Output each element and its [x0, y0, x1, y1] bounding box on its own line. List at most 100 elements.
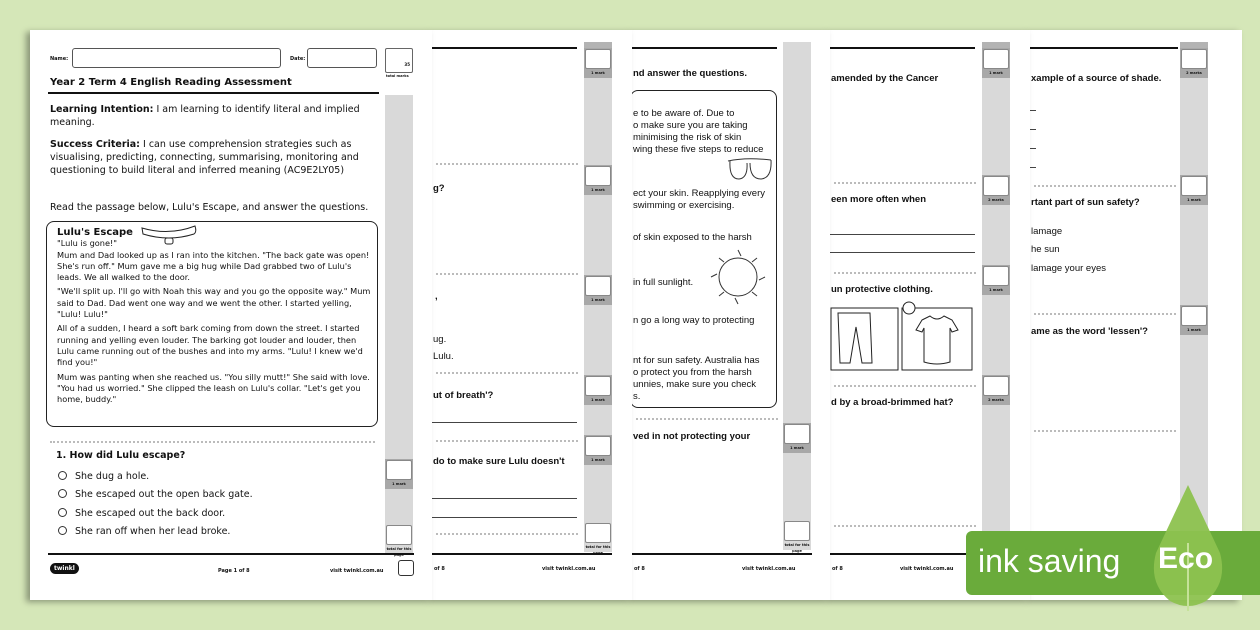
- question-text: un protective clothing.: [831, 284, 933, 295]
- text: of 8: [634, 566, 645, 572]
- decoration: [1030, 129, 1036, 130]
- mark-box[interactable]: 1 mark: [385, 459, 413, 489]
- text: n go a long way to protecting: [633, 315, 755, 326]
- option-text: he sun: [1031, 244, 1060, 255]
- decoration: [585, 49, 611, 69]
- decoration: [784, 424, 810, 444]
- worksheet-page-2: 1 mark 1 mark 1 mark 1 mark 1 mark total…: [432, 30, 632, 600]
- leaf-icon: [1153, 485, 1223, 611]
- mark-box[interactable]: 1 mark: [982, 265, 1010, 295]
- decoration: [834, 525, 976, 527]
- text: swimming or exercising.: [633, 200, 735, 211]
- mark-box[interactable]: 2 marks: [982, 375, 1010, 405]
- decoration: [1034, 430, 1176, 432]
- option-2[interactable]: She escaped out the open back gate.: [58, 488, 253, 501]
- total-box[interactable]: total for this page: [385, 524, 413, 557]
- mark-box[interactable]: 1 mark: [584, 48, 612, 78]
- dog-collar-icon: [141, 225, 197, 245]
- decoration: [830, 252, 975, 253]
- text: ect your skin. Reapplying every: [633, 188, 766, 199]
- text: 1 mark: [591, 458, 605, 462]
- total-marks-box[interactable]: 35: [385, 48, 413, 73]
- text: ut of breath'?: [433, 390, 494, 401]
- option-3[interactable]: She escaped out the back door.: [58, 507, 225, 520]
- decoration: [48, 553, 414, 555]
- text: g?: [433, 183, 445, 194]
- site-link[interactable]: visit twinkl.com.au: [330, 568, 384, 574]
- instruction-text: nd answer the questions.: [633, 68, 748, 79]
- mark-box[interactable]: 1 mark: [1180, 175, 1208, 205]
- decoration: [718, 257, 758, 297]
- text: She ran off when her lead broke.: [75, 526, 231, 537]
- decoration: [834, 272, 976, 274]
- decoration: [1030, 148, 1036, 149]
- decoration: [585, 276, 611, 296]
- text: 2 marks: [1186, 71, 1202, 75]
- decoration: [632, 553, 812, 555]
- text: 2 marks: [988, 198, 1004, 202]
- decoration: [830, 47, 975, 49]
- name-label: Name:: [50, 56, 69, 62]
- total-box[interactable]: total for this page: [783, 520, 811, 553]
- text: Success Criteria:: [50, 139, 140, 150]
- mark-box[interactable]: 1 mark: [783, 423, 811, 453]
- text: Lulu.: [433, 351, 454, 362]
- text: 1 mark: [591, 188, 605, 192]
- decoration: [1030, 167, 1036, 168]
- decoration: [830, 553, 1010, 555]
- total-box[interactable]: total for this page: [584, 522, 612, 555]
- text: of skin exposed to the harsh: [633, 232, 752, 243]
- question-text: xample of a source of shade.: [1031, 73, 1162, 84]
- mark-box[interactable]: 1 mark: [584, 435, 612, 465]
- decoration: [902, 301, 916, 315]
- decoration: [1034, 185, 1176, 187]
- mark-box[interactable]: 1 mark: [584, 275, 612, 305]
- option-1[interactable]: She dug a hole.: [58, 470, 149, 483]
- text: unnies, make sure you check: [633, 379, 757, 390]
- text: 1 mark: [790, 446, 804, 450]
- text: I can use comprehension strategies such …: [50, 139, 359, 176]
- text: Learning Intention:: [50, 104, 154, 115]
- sunglasses-icon: [727, 158, 772, 180]
- text: visit twinkl.com.au: [542, 566, 596, 572]
- decoration: [50, 441, 375, 443]
- decoration: [636, 418, 778, 420]
- decoration: [983, 376, 1009, 396]
- text: visit twinkl.com.au: [900, 566, 954, 572]
- date-field[interactable]: [307, 48, 377, 68]
- worksheet-page-4: 1 mark 2 marks 1 mark 2 marks amended by…: [830, 30, 1030, 600]
- decoration: [727, 158, 772, 180]
- story-box: Lulu's Escape "Lulu is gone!" Mum and Da…: [46, 221, 378, 427]
- text: 1 mark: [591, 398, 605, 402]
- badge-icon: [398, 560, 414, 576]
- decoration: [1181, 306, 1207, 326]
- mark-box[interactable]: 1 mark: [1180, 305, 1208, 335]
- decoration: [710, 249, 766, 305]
- decoration: [432, 553, 612, 555]
- text: "We'll split up. I'll go with Noah this …: [57, 286, 371, 320]
- mark-box[interactable]: 1 mark: [584, 165, 612, 195]
- story-title: Lulu's Escape: [57, 227, 133, 238]
- mark-box[interactable]: 1 mark: [982, 48, 1010, 78]
- decoration: [141, 225, 197, 239]
- decoration: [915, 315, 959, 365]
- decoration: [432, 422, 577, 423]
- option-4[interactable]: She ran off when her lead broke.: [58, 525, 230, 538]
- mark-box[interactable]: 2 marks: [1180, 48, 1208, 78]
- name-field[interactable]: [72, 48, 281, 68]
- learning-intention: Learning Intention: I am learning to ide…: [50, 103, 370, 129]
- text: Mum was panting when she reached us. "Yo…: [57, 371, 370, 405]
- text: I am learning to identify literal and im…: [50, 104, 360, 128]
- text: nt for sun safety. Australia has: [633, 355, 760, 366]
- mark-box[interactable]: 2 marks: [982, 175, 1010, 205]
- text: She escaped out the open back gate.: [75, 489, 253, 500]
- decoration: [386, 525, 412, 545]
- decoration: [585, 523, 611, 543]
- mark-box[interactable]: 1 mark: [584, 375, 612, 405]
- tshirt-image[interactable]: [900, 300, 976, 372]
- question-text: d by a broad-brimmed hat?: [831, 397, 954, 408]
- text: 1 mark: [392, 482, 406, 486]
- sun-icon: [710, 249, 766, 305]
- trousers-image[interactable]: [830, 307, 900, 371]
- worksheet-page-5: 2 marks 1 mark 1 mark xample of a source…: [1030, 30, 1242, 600]
